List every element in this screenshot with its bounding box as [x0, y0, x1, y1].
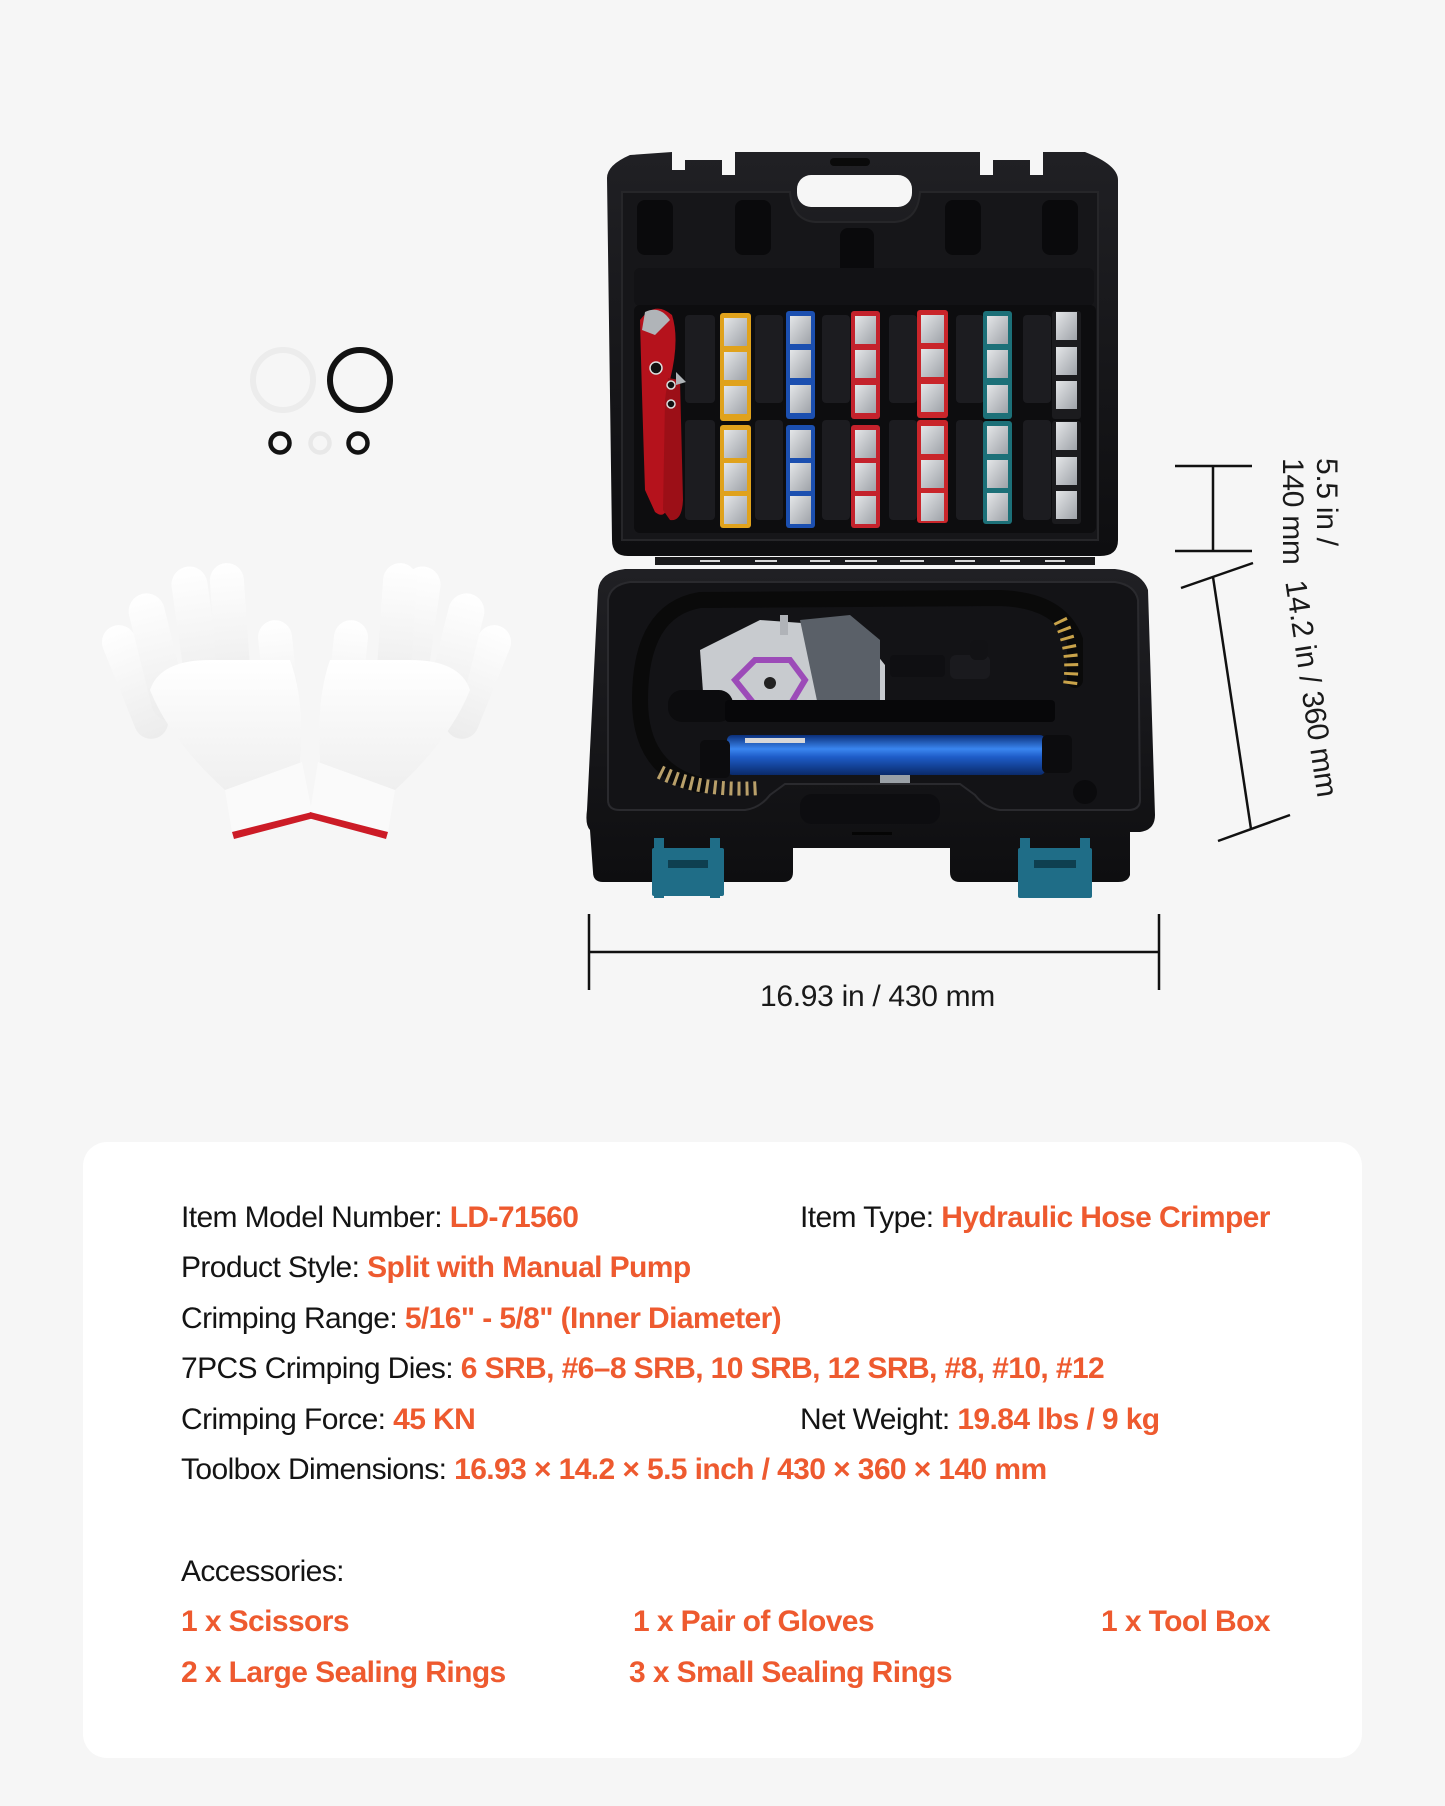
spec-toolbox-dimensions: Toolbox Dimensions: 16.93 × 14.2 × 5.5 i… — [181, 1451, 1047, 1489]
spec-product-style: Product Style: Split with Manual Pump — [181, 1249, 691, 1287]
spec-model-number: Item Model Number: LD-71560 — [181, 1199, 579, 1237]
accessory-item: 2 x Large Sealing Rings — [181, 1656, 506, 1689]
spec-value: 19.84 lbs / 9 kg — [957, 1403, 1160, 1436]
spec-value: 5/16" - 5/8" (Inner Diameter) — [404, 1302, 782, 1335]
depth-dimension-line2: 140 mm — [1276, 458, 1309, 565]
spec-label: 7PCS Crimping Dies: — [181, 1352, 461, 1385]
spec-label: Toolbox Dimensions: — [181, 1453, 455, 1486]
spec-value: 45 KN — [393, 1403, 476, 1436]
spec-label: Crimping Force: — [181, 1403, 394, 1436]
spec-net-weight: Net Weight: 19.84 lbs / 9 kg — [800, 1401, 1160, 1439]
tool-case-image — [586, 152, 1155, 898]
spec-label: Net Weight: — [800, 1403, 958, 1436]
width-dimension-label: 16.93 in / 430 mm — [759, 980, 996, 1013]
pipe-cutter-image — [640, 308, 686, 521]
spec-crimping-dies: 7PCS Crimping Dies: 6 SRB, #6–8 SRB, 10 … — [181, 1350, 1105, 1388]
accessory-item: 1 x Tool Box — [1101, 1605, 1271, 1638]
spec-value: Hydraulic Hose Crimper — [941, 1201, 1270, 1234]
spec-value: Split with Manual Pump — [367, 1251, 691, 1284]
gloves-image — [101, 563, 512, 839]
product-illustration: 16.93 in / 430 mm 5.5 in / 140 mm 14.2 i… — [101, 152, 1343, 1013]
spec-label: Product Style: — [181, 1251, 368, 1284]
spec-value: 6 SRB, #6–8 SRB, 10 SRB, 12 SRB, #8, #10… — [460, 1352, 1105, 1385]
spec-crimping-range: Crimping Range: 5/16" - 5/8" (Inner Diam… — [181, 1300, 782, 1338]
sealing-rings-image — [250, 347, 393, 455]
accessories-heading: Accessories: — [181, 1555, 344, 1588]
spec-value: LD-71560 — [449, 1201, 579, 1234]
dimension-lines — [587, 464, 1291, 990]
crimper-head-image — [700, 615, 990, 720]
accessory-item: 1 x Pair of Gloves — [633, 1605, 875, 1638]
accessory-item: 3 x Small Sealing Rings — [629, 1656, 953, 1689]
spec-crimping-force: Crimping Force: 45 KN — [181, 1401, 476, 1439]
crimping-dies-image — [720, 310, 1081, 528]
spec-label: Crimping Range: — [181, 1302, 405, 1335]
spec-card: Item Model Number: LD-71560 Item Type: H… — [83, 1142, 1362, 1758]
depth-dimension-label: 5.5 in / 140 mm — [1275, 458, 1343, 565]
accessory-item: 1 x Scissors — [181, 1605, 350, 1638]
spec-label: Item Type: — [800, 1201, 942, 1234]
spec-value: 16.93 × 14.2 × 5.5 inch / 430 × 360 × 14… — [454, 1453, 1047, 1486]
depth-dimension-line1: 5.5 in / — [1310, 458, 1343, 546]
spec-item-type: Item Type: Hydraulic Hose Crimper — [800, 1199, 1270, 1237]
spec-label: Item Model Number: — [181, 1201, 450, 1234]
